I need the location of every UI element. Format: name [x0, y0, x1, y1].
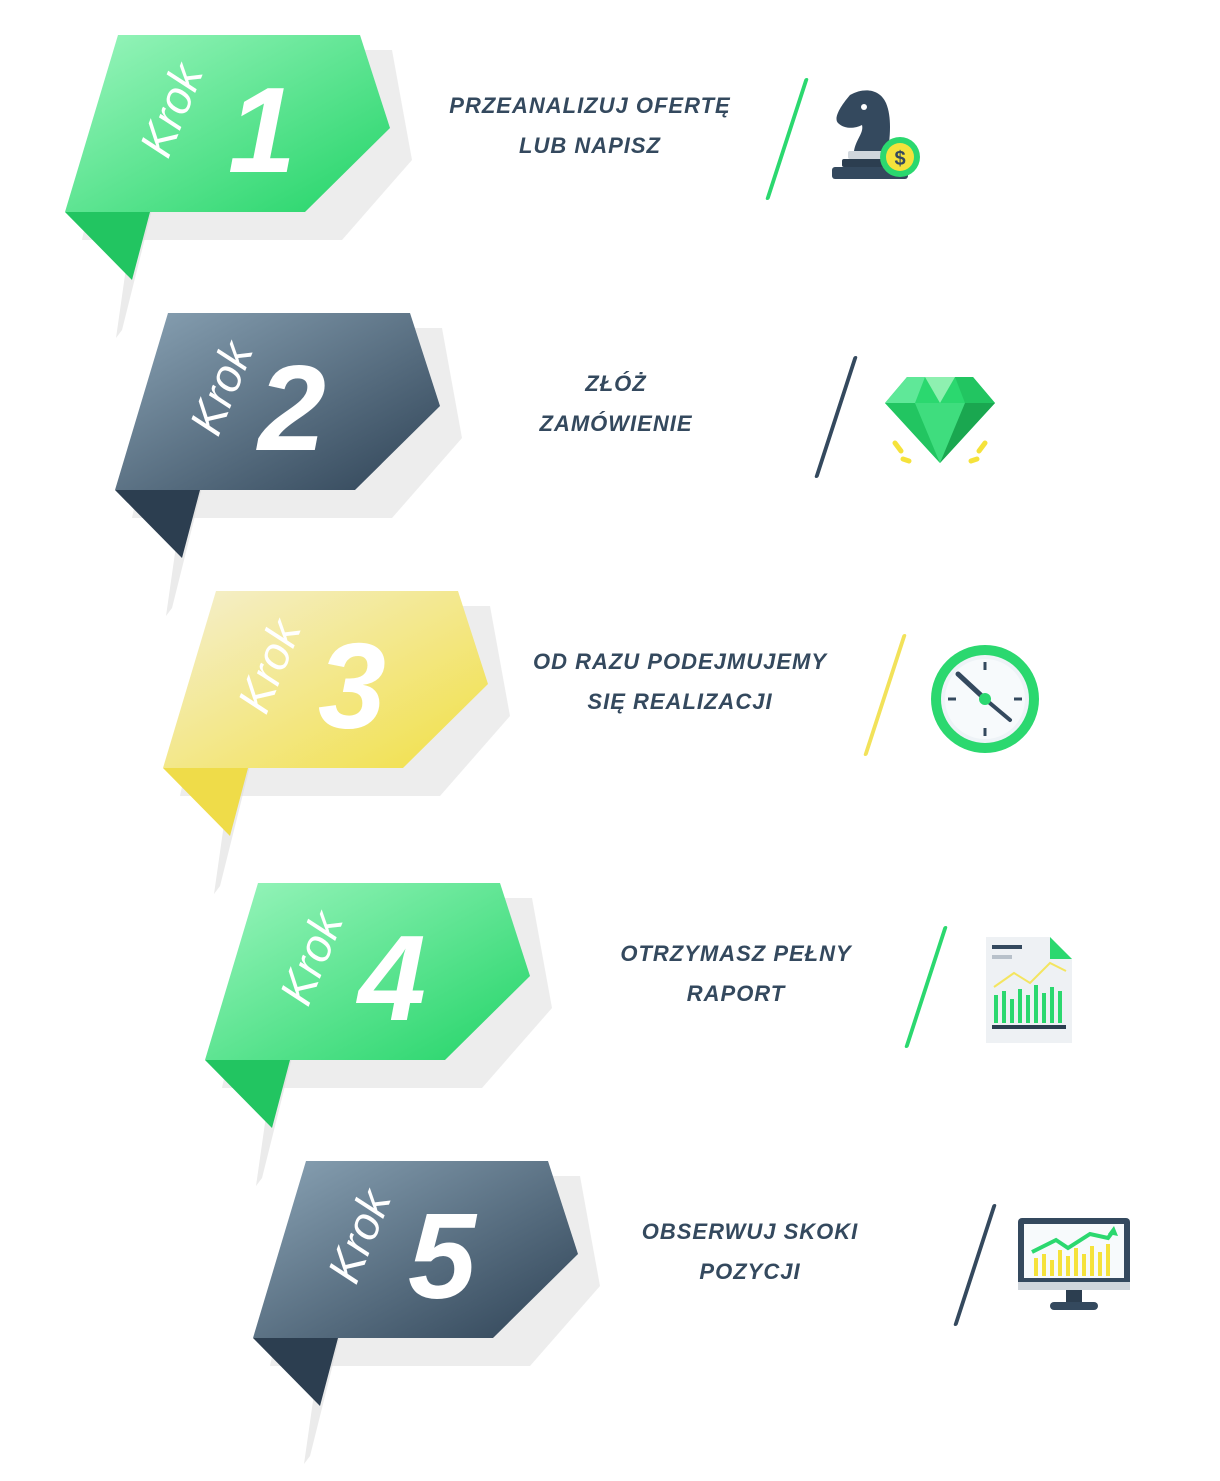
step-description-line1: PRZEANALIZUJ OFERTĘ: [449, 93, 731, 118]
step-description-line2: RAPORT: [686, 981, 786, 1006]
diamond-icon: [885, 363, 995, 473]
divider-slash: [765, 78, 809, 200]
step-2: Krok 2 ZŁÓŻ ZAMÓWIENIE: [0, 308, 1220, 616]
step-description-line2: SIĘ REALIZACJI: [587, 689, 773, 714]
step-description: OD RAZU PODEJMUJEMY SIĘ REALIZACJI: [510, 642, 850, 722]
step-description: OTRZYMASZ PEŁNY RAPORT: [566, 934, 906, 1014]
step-number: 2: [256, 340, 326, 476]
svg-text:$: $: [894, 148, 905, 170]
step-number: 5: [408, 1188, 478, 1324]
divider-slash: [863, 634, 907, 756]
step-badge: Krok 2: [110, 308, 462, 628]
step-5: Krok 5 OBSERWUJ SKOKI POZYCJI: [0, 1156, 1220, 1464]
step-4: Krok 4 OTRZYMASZ PEŁNY RAPORT: [0, 878, 1220, 1186]
step-description-line2: ZAMÓWIENIE: [539, 411, 693, 436]
step-badge: Krok 3: [158, 586, 510, 906]
report-chart-icon: [980, 933, 1090, 1043]
step-description: ZŁÓŻ ZAMÓWIENIE: [446, 364, 786, 444]
step-badge: Krok 1: [60, 30, 412, 350]
step-description-line1: OBSERWUJ SKOKI: [641, 1219, 859, 1244]
monitor-chart-icon: [1018, 1218, 1130, 1328]
divider-slash: [953, 1204, 997, 1326]
step-badge: Krok 4: [200, 878, 552, 1198]
step-description-line2: LUB NAPISZ: [519, 133, 661, 158]
step-description-line1: OTRZYMASZ PEŁNY: [620, 941, 852, 966]
step-3: Krok 3 OD RAZU PODEJMUJEMY SIĘ REALIZACJ…: [0, 586, 1220, 894]
step-description-line1: ZŁÓŻ: [585, 371, 647, 396]
chess-knight-dollar-icon: $: [820, 85, 930, 195]
divider-slash: [814, 356, 858, 478]
step-number: 3: [318, 618, 386, 754]
step-number: 4: [355, 910, 426, 1046]
step-1: Krok 1 PRZEANALIZUJ OFERTĘ LUB NAPISZ $: [0, 30, 1220, 338]
step-badge: Krok 5: [248, 1156, 600, 1476]
clock-icon: [930, 644, 1040, 754]
step-description: PRZEANALIZUJ OFERTĘ LUB NAPISZ: [420, 86, 760, 166]
divider-slash: [904, 926, 948, 1048]
step-description-line2: POZYCJI: [699, 1259, 801, 1284]
step-description-line1: OD RAZU PODEJMUJEMY: [532, 649, 828, 674]
step-number: 1: [228, 62, 296, 198]
step-description: OBSERWUJ SKOKI POZYCJI: [580, 1212, 920, 1292]
